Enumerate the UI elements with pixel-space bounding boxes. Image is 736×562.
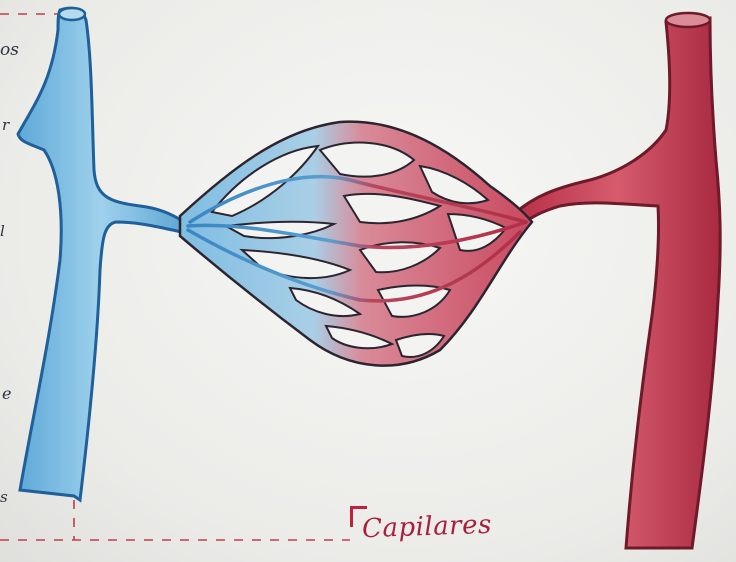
artery-vessel <box>514 13 720 548</box>
capillary-bed <box>180 122 532 366</box>
margin-text-fragment: os <box>0 40 19 60</box>
margin-text-fragment: l <box>0 222 5 240</box>
margin-text-fragment: e <box>2 384 11 403</box>
vein-vessel <box>18 8 184 500</box>
margin-text-fragment: s <box>0 488 8 506</box>
capillaries-label: Capilares <box>362 510 493 545</box>
margin-text-fragment: r <box>2 116 9 134</box>
